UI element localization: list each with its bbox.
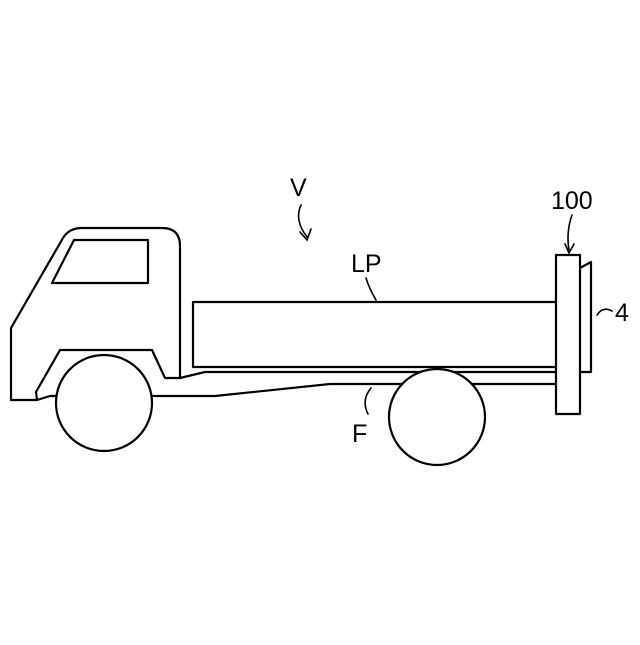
rear-wheel bbox=[389, 369, 485, 465]
label-f: F bbox=[352, 420, 367, 448]
leader-lp bbox=[366, 278, 376, 300]
frame-top bbox=[180, 372, 560, 378]
rear-device-plate bbox=[556, 255, 580, 414]
label-v: V bbox=[290, 174, 307, 202]
front-wheel bbox=[56, 355, 152, 451]
label-100: 100 bbox=[551, 187, 593, 215]
label-4: 4 bbox=[615, 299, 629, 327]
load-platform bbox=[193, 302, 559, 367]
leader-f bbox=[365, 388, 371, 414]
rear-part-4 bbox=[580, 262, 591, 372]
leader-100 bbox=[568, 215, 572, 250]
leader-4 bbox=[597, 309, 612, 315]
label-lp: LP bbox=[351, 250, 382, 278]
cab-window bbox=[52, 240, 148, 283]
